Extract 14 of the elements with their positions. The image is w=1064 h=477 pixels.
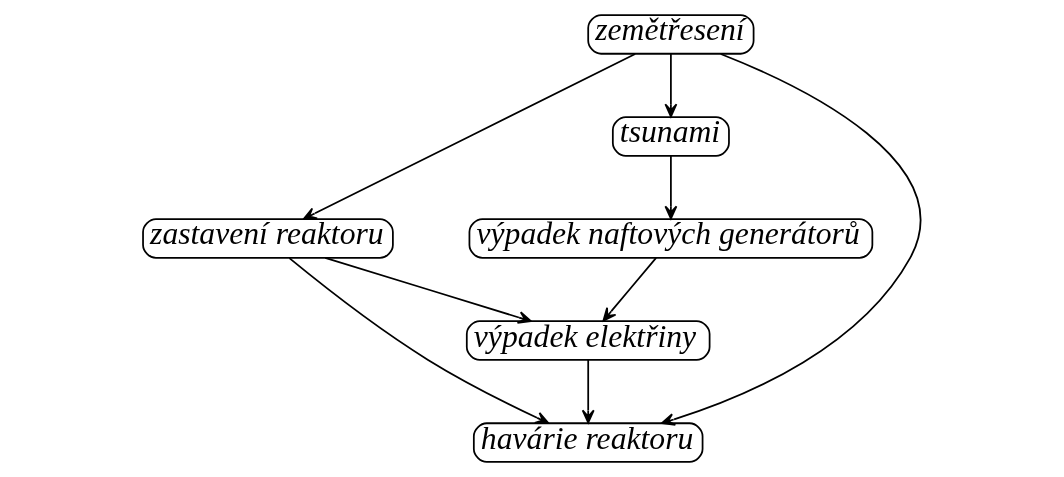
node-box: výpadek naftových generátorů (468, 218, 874, 259)
arrow (664, 154, 678, 220)
arrow (302, 53, 636, 220)
node-box: výpadek elektřiny (465, 320, 711, 361)
arrow (324, 257, 532, 324)
arrow (288, 257, 550, 424)
arrow (602, 257, 657, 322)
node-box: zemětřesení (587, 14, 755, 55)
arrow (581, 359, 595, 424)
arrow (664, 52, 678, 118)
node-box: tsunami (611, 116, 730, 157)
arrow (661, 53, 921, 426)
node-box: zastavení reaktoru (142, 218, 394, 259)
node-box: havárie reaktoru (472, 422, 704, 463)
